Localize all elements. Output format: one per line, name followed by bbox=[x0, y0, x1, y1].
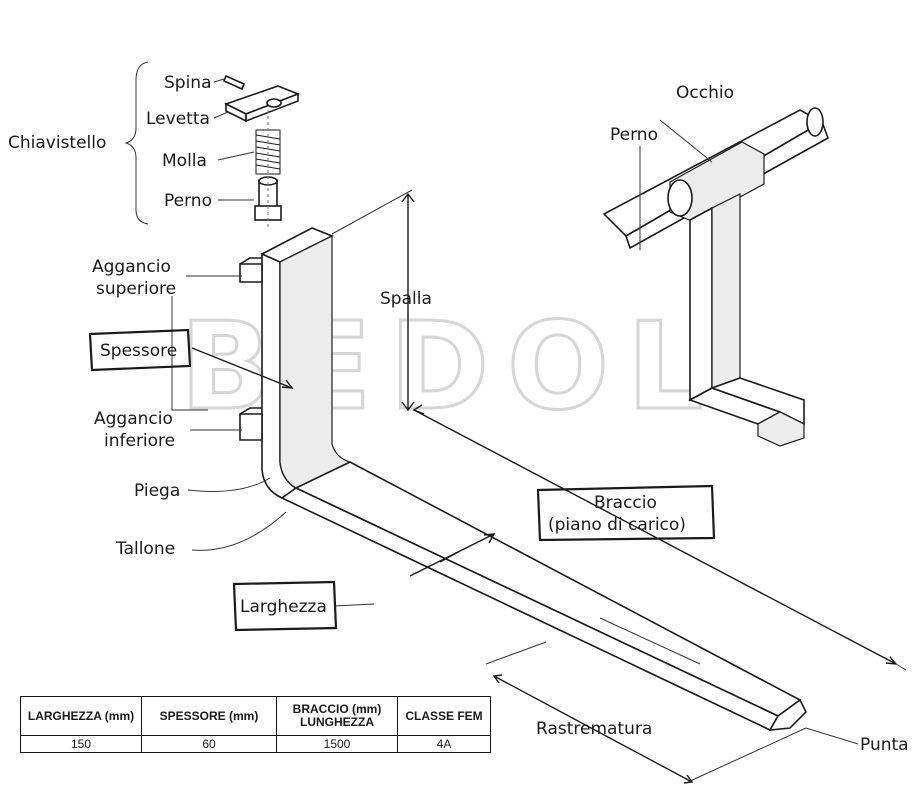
label-rastrematura: Rastrematura bbox=[536, 719, 652, 739]
label-braccio-2: (piano di carico) bbox=[548, 515, 686, 535]
table-row: 150 60 1500 4A bbox=[20, 735, 491, 753]
label-aggancio-inferiore-2: inferiore bbox=[104, 431, 175, 451]
cell-spessore: 60 bbox=[141, 735, 277, 753]
label-spalla: Spalla bbox=[380, 289, 432, 309]
label-punta: Punta bbox=[860, 735, 909, 755]
label-chiavistello: Chiavistello bbox=[8, 133, 106, 153]
cell-classe-fem: 4A bbox=[397, 735, 491, 753]
label-aggancio-inferiore-1: Aggancio bbox=[94, 409, 173, 429]
header-classe-fem: CLASSE FEM bbox=[397, 696, 491, 736]
label-larghezza: Larghezza bbox=[240, 597, 327, 617]
label-perno-right: Perno bbox=[610, 125, 658, 145]
eye-mount bbox=[602, 107, 829, 447]
table-header-row: LARGHEZZA (mm) SPESSORE (mm) BRACCIO (mm… bbox=[20, 696, 491, 736]
label-tallone: Tallone bbox=[115, 539, 175, 559]
label-aggancio-superiore-1: Aggancio bbox=[92, 257, 171, 277]
label-spina: Spina bbox=[164, 73, 212, 93]
spec-table: LARGHEZZA (mm) SPESSORE (mm) BRACCIO (mm… bbox=[20, 696, 491, 753]
fork-body bbox=[239, 227, 807, 732]
label-occhio: Occhio bbox=[676, 83, 734, 103]
label-levetta: Levetta bbox=[146, 109, 210, 129]
dimension-lines bbox=[191, 189, 907, 784]
latch-assembly bbox=[222, 74, 301, 230]
cell-larghezza: 150 bbox=[20, 735, 142, 753]
cell-braccio: 1500 bbox=[276, 735, 398, 753]
label-piega: Piega bbox=[134, 481, 180, 501]
header-braccio: BRACCIO (mm) LUNGHEZZA bbox=[276, 696, 398, 736]
label-spessore: Spessore bbox=[100, 341, 177, 361]
header-spessore: SPESSORE (mm) bbox=[141, 696, 277, 736]
label-aggancio-superiore-2: superiore bbox=[96, 279, 176, 299]
larghezza-box bbox=[232, 580, 338, 632]
chiavistello-bracket bbox=[124, 61, 149, 225]
header-larghezza: LARGHEZZA (mm) bbox=[20, 696, 142, 736]
spessore-box bbox=[88, 328, 192, 372]
label-braccio-1: Braccio bbox=[594, 493, 657, 513]
label-perno-left: Perno bbox=[164, 191, 212, 211]
label-molla: Molla bbox=[162, 151, 207, 171]
leader-lines bbox=[171, 78, 859, 745]
braccio-box bbox=[536, 484, 716, 542]
